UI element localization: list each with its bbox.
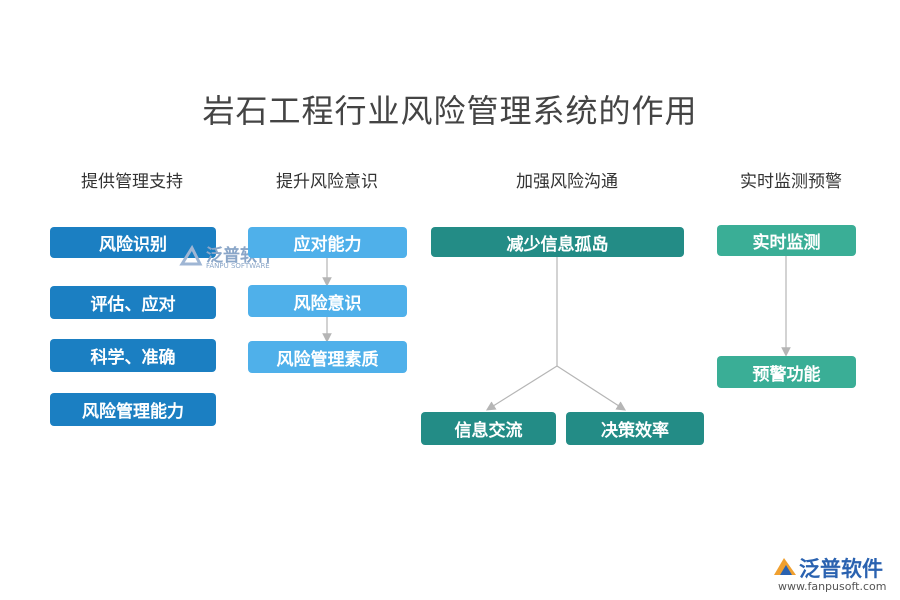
- box-response-ability: 应对能力: [248, 227, 407, 258]
- box-risk-management-ability: 风险管理能力: [50, 393, 216, 426]
- column-header-risk-awareness: 提升风险意识: [276, 172, 378, 192]
- watermark-logo-icon: [179, 244, 203, 266]
- column-header-risk-communication: 加强风险沟通: [516, 172, 618, 192]
- arrow-to-info-exchange: [485, 365, 558, 411]
- brand-logo-url: www.fanpusoft.com: [778, 580, 887, 593]
- box-reduce-info-silos: 减少信息孤岛: [431, 227, 684, 257]
- page-title: 岩石工程行业风险管理系统的作用: [202, 92, 698, 130]
- box-info-exchange: 信息交流: [421, 412, 556, 445]
- box-risk-awareness: 风险意识: [248, 285, 407, 317]
- box-decision-efficiency: 决策效率: [566, 412, 704, 445]
- brand-logo: 泛普软件 www.fanpusoft.com: [772, 553, 894, 593]
- box-alert-function: 预警功能: [717, 356, 856, 388]
- column-header-realtime-monitoring: 实时监测预警: [740, 172, 842, 192]
- brand-logo-text: 泛普软件: [799, 557, 883, 581]
- box-realtime-monitoring: 实时监测: [717, 225, 856, 256]
- box-assessment-response: 评估、应对: [50, 286, 216, 319]
- watermark-sub: FANPU SOFTWARE: [206, 262, 270, 270]
- column-header-management-support: 提供管理支持: [81, 172, 183, 192]
- arrow-to-decision: [556, 365, 627, 411]
- box-risk-management-quality: 风险管理素质: [248, 341, 407, 373]
- box-scientific-accurate: 科学、准确: [50, 339, 216, 372]
- brand-logo-icon: [774, 558, 796, 575]
